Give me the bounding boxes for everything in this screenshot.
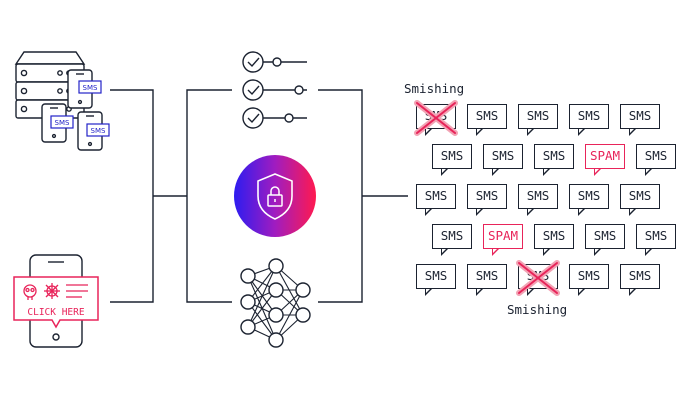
message-bubble-label: SMS (628, 108, 652, 123)
smishing-message-bubble: SMS (516, 260, 560, 296)
message-bubble-label: SMS (475, 188, 499, 203)
sms-message-bubble: SMS (467, 104, 507, 136)
checklist-icon (242, 51, 307, 129)
sms-message-bubble: SMS (569, 184, 609, 216)
nn-edge (275, 289, 304, 341)
message-bubble-label: SMS (475, 108, 499, 123)
sms-message-bubble: SMS (534, 144, 574, 176)
message-bubble-label: SMS (424, 268, 448, 283)
nn-node (295, 282, 311, 298)
sms-badge-label-1: SMS (83, 84, 98, 92)
cross-mark-icon (516, 260, 560, 296)
nn-node (268, 258, 284, 274)
message-bubble-label: SMS (440, 228, 464, 243)
click-here-label: CLICK HERE (27, 307, 84, 318)
sms-message-bubble: SMS (569, 264, 609, 296)
sms-message-bubble: SMS (416, 264, 456, 296)
smishing-label-top: Smishing (404, 81, 465, 96)
spam-message-bubble: SPAM (483, 224, 523, 256)
nn-node (268, 307, 284, 323)
sms-badges (50, 80, 110, 137)
sms-message-bubble: SMS (620, 184, 660, 216)
message-bubble-label: SMS (628, 268, 652, 283)
cross-mark-icon (414, 100, 458, 136)
sms-message-bubble: SMS (636, 224, 676, 256)
sms-message-bubble: SMS (467, 264, 507, 296)
message-bubble-label: SMS (542, 148, 566, 163)
sms-message-bubble: SMS (432, 144, 472, 176)
sms-message-bubble: SMS (569, 104, 609, 136)
sms-message-bubble: SMS (416, 184, 456, 216)
message-bubble-label: SMS (491, 148, 515, 163)
text-lines-icon (66, 284, 88, 298)
message-bubble-label: SMS (526, 188, 550, 203)
smishing-message-bubble: SMS (414, 100, 458, 136)
skull-icon (23, 284, 37, 300)
sms-message-bubble: SMS (518, 104, 558, 136)
message-bubble-label: SMS (475, 268, 499, 283)
nn-node (240, 319, 256, 335)
message-bubble-label: SMS (542, 228, 566, 243)
nn-edge (247, 265, 277, 328)
nn-node (240, 268, 256, 284)
sms-message-bubble: SMS (534, 224, 574, 256)
message-bubble-label: SMS (644, 148, 668, 163)
message-bubble-label: SMS (440, 148, 464, 163)
virus-icon (44, 283, 60, 299)
sms-message-bubble: SMS (620, 264, 660, 296)
message-bubble-label: SMS (593, 228, 617, 243)
message-bubble-label: SPAM (487, 228, 519, 243)
message-bubble-label: SMS (526, 108, 550, 123)
phishing-popup: CLICK HERE (13, 276, 99, 329)
nn-node (240, 294, 256, 310)
sms-message-bubble: SMS (620, 104, 660, 136)
nn-edge (247, 289, 277, 328)
sms-message-bubble: SMS (585, 224, 625, 256)
sms-message-bubble: SMS (432, 224, 472, 256)
message-bubble-label: SMS (577, 108, 601, 123)
sms-message-bubble: SMS (518, 184, 558, 216)
sms-badge-label-3: SMS (91, 127, 106, 135)
message-bubble-label: SMS (577, 188, 601, 203)
sms-message-bubble: SMS (467, 184, 507, 216)
sms-message-bubble: SMS (636, 144, 676, 176)
spam-message-bubble: SPAM (585, 144, 625, 176)
message-bubble-label: SMS (628, 188, 652, 203)
message-bubble-label: SMS (577, 268, 601, 283)
message-bubble-label: SMS (424, 188, 448, 203)
connector-lines (110, 89, 408, 303)
message-bubble-label: SPAM (589, 148, 621, 163)
neural-network-icon (240, 258, 311, 348)
shield-lock-icon (234, 155, 316, 237)
smishing-label-bottom: Smishing (507, 302, 568, 317)
message-bubble-label: SMS (644, 228, 668, 243)
sms-message-bubble: SMS (483, 144, 523, 176)
nn-node (268, 332, 284, 348)
sms-badge-label-2: SMS (55, 119, 70, 127)
nn-node (295, 307, 311, 323)
nn-node (268, 282, 284, 298)
